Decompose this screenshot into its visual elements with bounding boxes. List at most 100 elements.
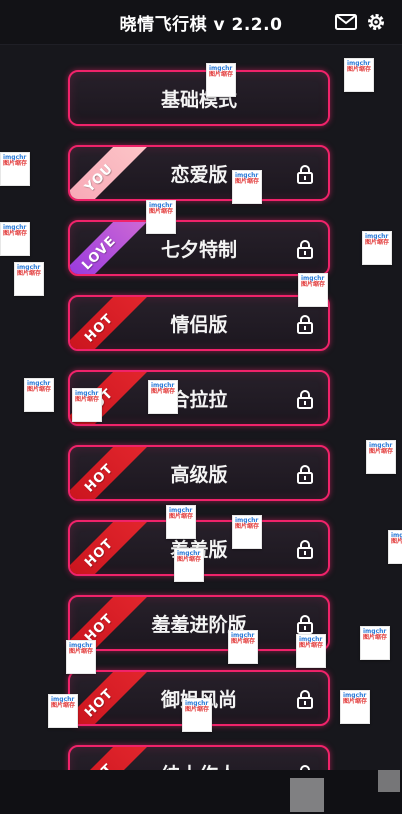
gear-icon[interactable] [364, 11, 388, 33]
ad-brand: imgchr [363, 628, 387, 635]
bottom-bar [0, 770, 402, 814]
ad-brand: imgchr [3, 224, 27, 231]
ad-subtitle: 图片缩存 [231, 638, 256, 645]
mail-icon[interactable] [334, 11, 358, 33]
ad-brand: imgchr [169, 507, 193, 514]
ad-brand: imgchr [347, 60, 371, 67]
ad-subtitle: 图片缩存 [3, 160, 28, 167]
lock-icon [296, 389, 314, 409]
ad-brand: imgchr [235, 517, 259, 524]
noise-artifact [290, 778, 324, 812]
ad-subtitle: 图片缩存 [27, 386, 52, 393]
ad-brand: imgchr [75, 390, 99, 397]
lock-icon [296, 464, 314, 484]
lock-icon [296, 239, 314, 259]
ad-brand: imgchr [231, 632, 255, 639]
ad-subtitle: 图片缩存 [235, 523, 260, 530]
ad-subtitle: 图片缩存 [365, 239, 390, 246]
ad-brand: imgchr [27, 380, 51, 387]
mode-label: 恋爱版 [170, 163, 228, 186]
mode-button-4[interactable]: HOT合拉拉 [68, 370, 330, 426]
lock-icon [296, 614, 314, 634]
ad-brand: imgchr [365, 233, 389, 240]
app-title: 晓情飞行棋 v 2.2.0 [119, 14, 283, 35]
ad-brand: imgchr [369, 442, 393, 449]
ad-subtitle: 图片缩存 [75, 396, 100, 403]
ad-brand: imgchr [301, 275, 325, 282]
ad-brand: imgchr [235, 172, 259, 179]
ad-brand: imgchr [299, 636, 323, 643]
lock-icon [296, 164, 314, 184]
ad-brand: imgchr [185, 700, 209, 707]
ad-brand: imgchr [177, 550, 201, 557]
ad-subtitle: 图片缩存 [151, 388, 176, 395]
lock-icon [296, 764, 314, 770]
mode-label: 七夕特制 [160, 238, 237, 261]
lock-icon [296, 689, 314, 709]
ad-brand: imgchr [149, 202, 173, 209]
ad-brand: imgchr [391, 532, 402, 539]
mode-label: 情侣版 [170, 313, 228, 336]
mode-button-0[interactable]: 基础模式 [68, 70, 330, 126]
lock-icon [296, 314, 314, 334]
ad-brand: imgchr [69, 642, 93, 649]
ad-subtitle: 图片缩存 [347, 66, 372, 73]
ad-subtitle: 图片缩存 [209, 71, 234, 78]
ad-subtitle: 图片缩存 [235, 178, 260, 185]
ad-subtitle: 图片缩存 [301, 281, 326, 288]
mode-label: 高级版 [170, 463, 228, 486]
mode-label: 基础模式 [160, 88, 237, 111]
ad-brand: imgchr [51, 696, 75, 703]
ad-subtitle: 图片缩存 [3, 230, 28, 237]
mode-label: 羞羞进阶版 [151, 613, 247, 636]
noise-artifact [378, 770, 400, 792]
ad-subtitle: 图片缩存 [17, 270, 42, 277]
app-header: 晓情飞行棋 v 2.2.0 [0, 0, 402, 45]
ad-brand: imgchr [17, 264, 41, 271]
ad-subtitle: 图片缩存 [169, 513, 194, 520]
mode-label: 绅士作人 [70, 747, 328, 771]
ad-subtitle: 图片缩存 [185, 706, 210, 713]
ad-subtitle: 图片缩存 [69, 648, 94, 655]
mode-button-9[interactable]: HOT绅士作人 [68, 745, 330, 770]
ad-subtitle: 图片缩存 [299, 642, 324, 649]
ad-brand: imgchr [343, 692, 367, 699]
ad-subtitle: 图片缩存 [343, 698, 368, 705]
lock-icon [296, 539, 314, 559]
mode-label: 合拉拉 [170, 388, 228, 411]
ad-brand: imgchr [151, 382, 175, 389]
ad-subtitle: 图片缩存 [177, 556, 202, 563]
ad-subtitle: 图片缩存 [149, 208, 174, 215]
ad-subtitle: 图片缩存 [391, 538, 402, 545]
ad-subtitle: 图片缩存 [369, 448, 394, 455]
ad-brand: imgchr [209, 65, 233, 72]
